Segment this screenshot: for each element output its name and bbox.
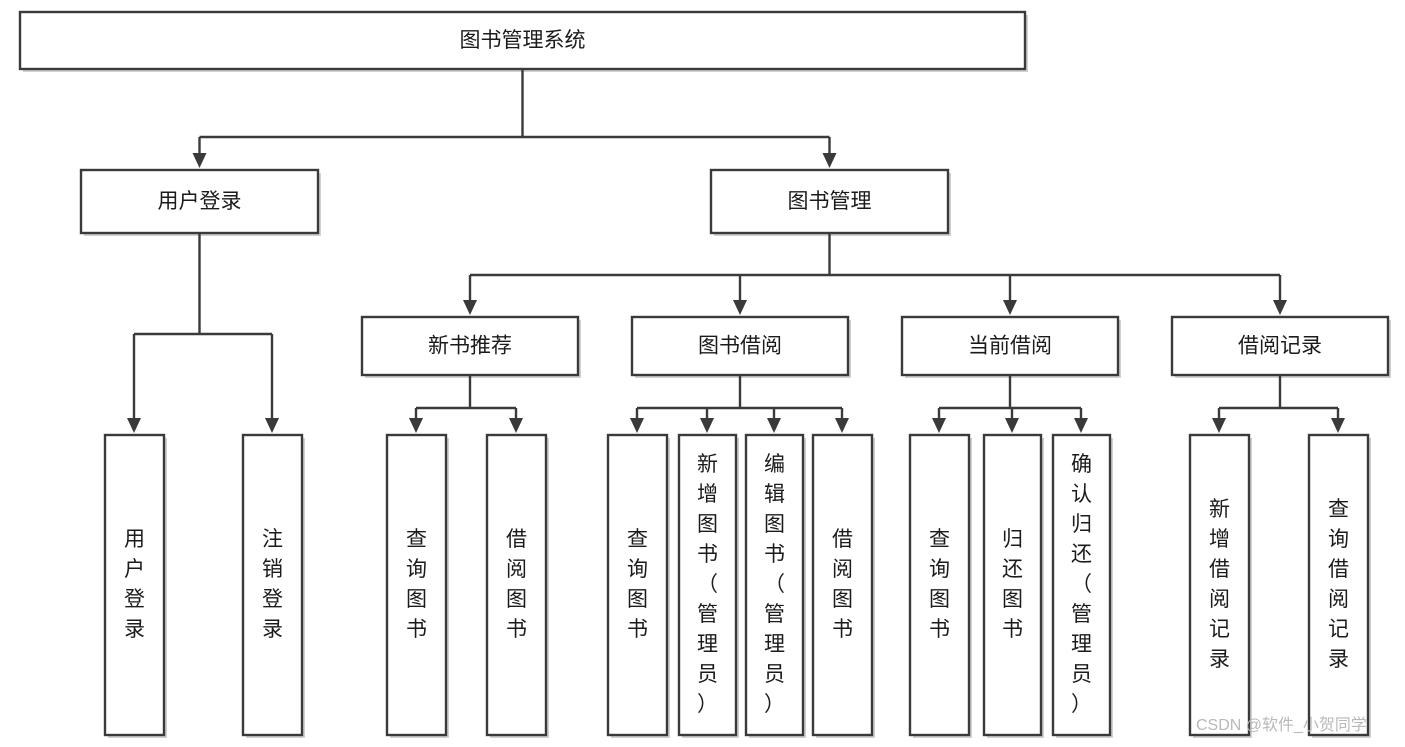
leaf-node-leaf-confirm-return-admin-label: 确认归还（管理员）	[1071, 453, 1092, 716]
leaf-node-leaf-query-book-borrow-box[interactable]	[606, 433, 669, 737]
level3-node-borrow-record-label: 借阅记录	[1238, 335, 1322, 358]
arrow-icon	[630, 418, 644, 433]
watermark-layer: CSDN @软件_小贺同学	[1196, 716, 1367, 734]
leaf-node-leaf-edit-book-admin-label: 编辑图书（管理员）	[764, 453, 785, 716]
node-label-layer: 图书管理系统用户登录图书管理新书推荐图书借阅当前借阅借阅记录用户登录注销登录查询…	[124, 29, 1349, 716]
arrow-icon	[1005, 418, 1019, 433]
level3-node-new-book-recommend-label: 新书推荐	[428, 335, 512, 358]
arrow-icon	[1212, 418, 1226, 433]
arrow-icon	[835, 418, 849, 433]
leaf-node-leaf-borrow-book-label: 借阅图书	[832, 528, 853, 641]
leaf-node-leaf-add-book-admin-box[interactable]	[677, 433, 738, 737]
node-box-layer	[18, 10, 1390, 737]
arrow-icon	[932, 418, 946, 433]
arrow-icon	[822, 153, 837, 168]
leaf-node-leaf-return-book-box[interactable]	[982, 433, 1043, 737]
leaf-node-leaf-confirm-return-admin-box[interactable]	[1051, 433, 1112, 737]
arrow-icon	[265, 418, 279, 433]
leaf-node-leaf-query-book-borrow-label: 查询图书	[627, 528, 648, 641]
arrow-icon	[1074, 418, 1088, 433]
arrow-icon	[1003, 300, 1017, 315]
level3-node-current-borrow-label: 当前借阅	[968, 335, 1052, 358]
root-node-label: 图书管理系统	[460, 29, 586, 52]
root-node-box[interactable]	[18, 10, 1027, 71]
arrow-icon	[192, 153, 207, 168]
level3-node-current-borrow-box[interactable]	[900, 315, 1120, 377]
arrowhead-layer	[127, 153, 1345, 433]
arrow-icon	[409, 418, 423, 433]
level3-node-new-book-recommend-box[interactable]	[360, 315, 580, 377]
leaf-node-leaf-query-book-current-box[interactable]	[908, 433, 971, 737]
arrow-icon	[1331, 418, 1345, 433]
leaf-node-leaf-user-login-label: 用户登录	[124, 528, 145, 641]
leaf-node-leaf-user-login-box[interactable]	[103, 433, 166, 737]
leaf-node-leaf-query-book-rec-box[interactable]	[385, 433, 448, 737]
leaf-node-leaf-logout-label: 注销登录	[262, 528, 283, 641]
level3-node-borrow-record-box[interactable]	[1170, 315, 1390, 377]
leaf-node-leaf-query-borrow-record-label: 查询借阅记录	[1328, 498, 1349, 671]
leaf-node-leaf-add-borrow-record-label: 新增借阅记录	[1209, 498, 1230, 671]
level2-node-user-login-label: 用户登录	[158, 190, 242, 213]
leaf-node-leaf-query-book-current-label: 查询图书	[929, 528, 950, 641]
arrow-icon	[509, 418, 523, 433]
leaf-node-leaf-query-book-rec-label: 查询图书	[406, 528, 427, 641]
arrow-icon	[767, 418, 781, 433]
arrow-icon	[463, 300, 477, 315]
leaf-node-leaf-edit-book-admin-box[interactable]	[744, 433, 805, 737]
arrow-icon	[127, 418, 141, 433]
arrow-icon	[733, 300, 747, 315]
leaf-node-leaf-add-book-admin-label: 新增图书（管理员）	[697, 453, 718, 716]
arrow-icon	[700, 418, 714, 433]
leaf-node-leaf-add-borrow-record-box[interactable]	[1188, 433, 1251, 737]
level2-node-book-manage-label: 图书管理	[788, 190, 872, 213]
leaf-node-leaf-borrow-book-rec-box[interactable]	[485, 433, 548, 737]
leaf-node-leaf-logout-box[interactable]	[241, 433, 304, 737]
arrow-icon	[1273, 300, 1287, 315]
level3-node-book-borrow-box[interactable]	[630, 315, 850, 377]
connector-layer	[132, 69, 1340, 421]
leaf-node-leaf-borrow-book-rec-label: 借阅图书	[506, 528, 527, 641]
leaf-node-leaf-query-borrow-record-box[interactable]	[1307, 433, 1370, 737]
level2-node-book-manage-box[interactable]	[709, 168, 950, 235]
leaf-node-leaf-borrow-book-box[interactable]	[811, 433, 874, 737]
leaf-node-leaf-return-book-label: 归还图书	[1002, 528, 1023, 641]
level2-node-user-login-box[interactable]	[79, 168, 320, 235]
level3-node-book-borrow-label: 图书借阅	[698, 335, 782, 358]
csdn-watermark: CSDN @软件_小贺同学	[1196, 716, 1367, 734]
